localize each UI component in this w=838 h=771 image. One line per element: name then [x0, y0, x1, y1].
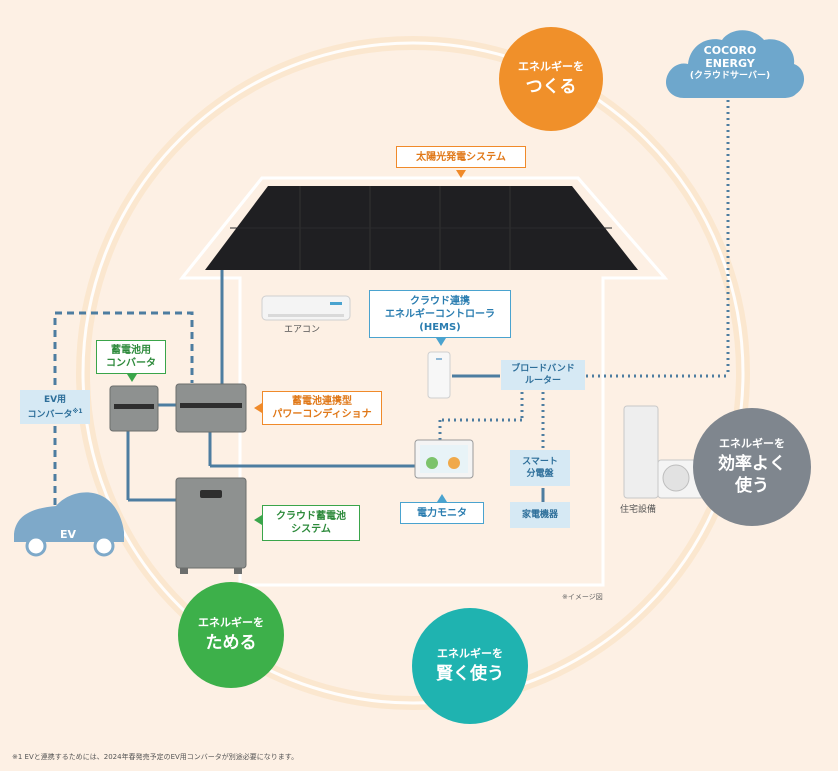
- smart-panel-label-l2: 分電盤: [526, 469, 554, 479]
- power-conditioner-arrow: [254, 403, 262, 413]
- ev-label: EV: [60, 528, 77, 541]
- air-conditioner-image: [261, 295, 351, 321]
- solar-panels: [205, 186, 638, 270]
- router-label-l2: ルーター: [524, 376, 561, 386]
- hems-label: クラウド連携 エネルギーコントローラ (HEMS): [369, 290, 511, 338]
- cloud-battery-label-l1: クラウド蓄電池: [276, 511, 346, 522]
- circle-store-small: エネルギーを: [198, 616, 264, 629]
- hems-device-image: [427, 351, 451, 399]
- battery-converter-label-l2: コンバータ: [106, 358, 156, 369]
- circle-efficient: エネルギーを 効率よく 使う: [693, 408, 811, 526]
- image-note: ※イメージ図: [562, 593, 603, 601]
- circle-store-big: ためる: [205, 633, 257, 653]
- power-monitor-image: [414, 439, 474, 479]
- ev-converter-label-l2: コンバータ: [27, 409, 73, 420]
- router-label-l1: ブロードバンド: [511, 364, 575, 374]
- power-monitor-label-text: 電力モニタ: [417, 507, 467, 519]
- circle-smart-small: エネルギーを: [437, 647, 503, 660]
- cloud-shape: [665, 30, 805, 98]
- battery-converter-label-l1: 蓄電池用: [111, 345, 151, 356]
- circle-create-small: エネルギーを: [518, 60, 584, 73]
- ev-car-image: [14, 492, 124, 557]
- hems-label-l3: (HEMS): [419, 321, 461, 333]
- battery-converter-label: 蓄電池用 コンバータ: [96, 340, 166, 374]
- solar-label-text: 太陽光発電システム: [416, 151, 506, 163]
- cloud-label-line3: (クラウドサーバー): [689, 71, 771, 81]
- power-conditioner-image: [175, 383, 247, 433]
- power-conditioner-label: 蓄電池連携型 パワーコンディショナ: [262, 391, 382, 425]
- cloud-battery-arrow: [254, 515, 262, 525]
- ev-converter-label-l2-wrap: コンバータ※1: [27, 406, 82, 421]
- hems-label-l1: クラウド連携: [410, 295, 470, 307]
- circle-efficient-big1: 効率よく: [718, 454, 786, 474]
- circle-smart: エネルギーを 賢く使う: [412, 608, 528, 724]
- circle-create-big: つくる: [525, 77, 577, 97]
- wiring: [126, 270, 545, 502]
- housing-equipment-label: 住宅設備: [620, 505, 657, 515]
- solar-arrow: [456, 170, 466, 178]
- circle-create: エネルギーを つくる: [499, 27, 603, 131]
- circle-efficient-small: エネルギーを: [719, 437, 785, 450]
- power-conditioner-label-l2: パワーコンディショナ: [272, 409, 372, 420]
- hems-label-l2: エネルギーコントローラ: [385, 308, 495, 320]
- ev-converter-label: EV用 コンバータ※1: [20, 390, 90, 424]
- cloud-label: COCORO ENERGY (クラウドサーバー): [676, 44, 784, 82]
- hems-arrow: [436, 338, 446, 346]
- housing-equipment-image: [623, 405, 705, 499]
- cloud-battery-label-l2: システム: [291, 524, 331, 535]
- circle-smart-big: 賢く使う: [436, 664, 504, 684]
- smart-panel-label-l1: スマート: [522, 457, 558, 467]
- footnote: ※1 EVと連携するためには、2024年春発売予定のEV用コンバータが別途必要に…: [12, 753, 299, 761]
- cloud-battery-image: [175, 477, 247, 574]
- power-conditioner-label-l1: 蓄電池連携型: [292, 396, 352, 407]
- power-monitor-label: 電力モニタ: [400, 502, 484, 524]
- smart-panel-label: スマート 分電盤: [510, 450, 570, 486]
- circle-efficient-big2: 使う: [735, 476, 769, 496]
- cloud-label-line2: ENERGY: [705, 57, 755, 70]
- appliances-label-text: 家電機器: [521, 510, 558, 520]
- appliances-label: 家電機器: [510, 502, 570, 528]
- ev-converter-note: ※1: [72, 407, 83, 415]
- battery-converter-arrow: [127, 374, 137, 382]
- solar-label: 太陽光発電システム: [396, 146, 526, 168]
- network-lines: [438, 100, 730, 448]
- router-label: ブロードバンド ルーター: [501, 360, 585, 390]
- power-monitor-arrow: [437, 494, 447, 502]
- cloud-label-line1: COCORO: [703, 44, 757, 57]
- cloud-battery-label: クラウド蓄電池 システム: [262, 505, 360, 541]
- battery-converter-image: [109, 385, 159, 432]
- aircon-label: エアコン: [284, 325, 321, 335]
- circle-store: エネルギーを ためる: [178, 582, 284, 688]
- ev-converter-label-l1: EV用: [43, 394, 67, 405]
